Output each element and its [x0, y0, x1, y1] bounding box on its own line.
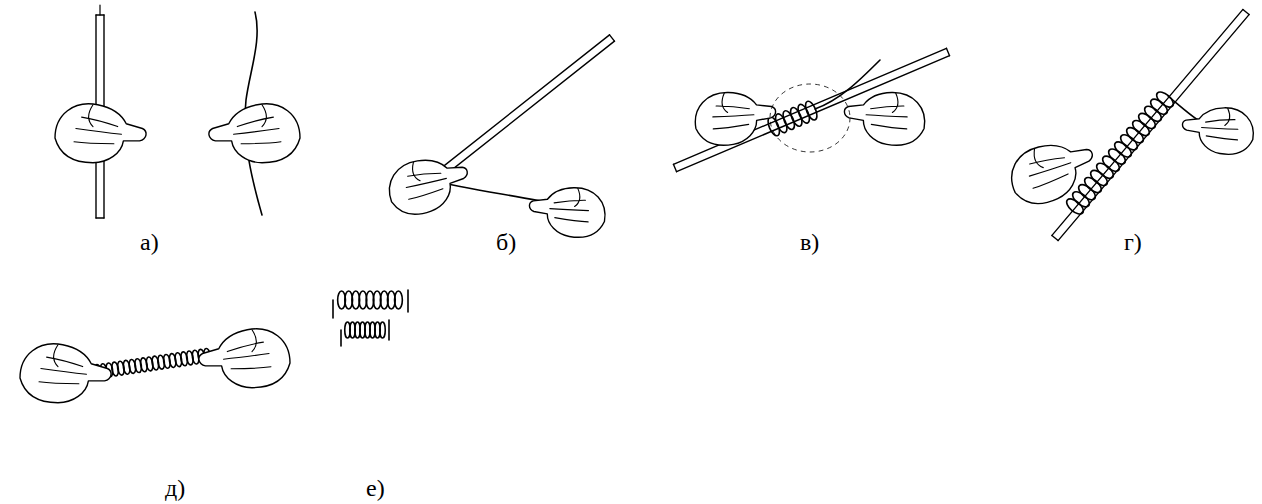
- stroke: [946, 48, 949, 55]
- hand-detail: [74, 105, 122, 144]
- hand: [20, 344, 111, 403]
- hand-outline: [1179, 101, 1258, 159]
- stroke: [407, 290, 409, 312]
- hand: [55, 104, 146, 163]
- stroke: [96, 217, 104, 218]
- coil-turn: [380, 322, 386, 338]
- panel-label: б): [496, 230, 516, 254]
- hand-outline: [199, 329, 290, 388]
- hand-outline: [381, 145, 476, 222]
- stroke: [432, 41, 614, 185]
- hand-detail: [865, 89, 913, 131]
- hand: [525, 180, 609, 242]
- coil-turn: [803, 100, 819, 122]
- hand-outline: [20, 344, 111, 403]
- hand-outline: [209, 104, 300, 163]
- hand: [1179, 101, 1258, 159]
- stroke: [1052, 235, 1058, 240]
- hand: [209, 104, 300, 163]
- hand-outline: [1002, 127, 1104, 214]
- panel-label: а): [140, 230, 159, 254]
- hand-detail: [1018, 137, 1074, 189]
- line-art: [20, 5, 1257, 403]
- detail-circle: [770, 84, 850, 152]
- stroke: [673, 164, 676, 171]
- stroke: [340, 330, 342, 346]
- coil-turn: [788, 106, 804, 128]
- stroke: [332, 300, 334, 318]
- hand: [1002, 127, 1104, 214]
- hand-detail: [397, 154, 449, 201]
- hand: [381, 145, 476, 222]
- coil-turn: [395, 291, 403, 309]
- stroke: [388, 320, 390, 340]
- hand-detail: [548, 184, 593, 223]
- stroke: [677, 56, 950, 172]
- stroke: [428, 35, 610, 179]
- hand-detail: [224, 330, 272, 369]
- coil-turn: [781, 109, 797, 131]
- coil-turn: [773, 112, 789, 134]
- hand-detail: [1200, 105, 1242, 142]
- coil-turn: [796, 103, 812, 125]
- hand-outline: [55, 104, 146, 163]
- hand-outline: [840, 84, 929, 150]
- panel-label: е): [366, 476, 385, 500]
- hand-detail: [234, 105, 282, 144]
- hand: [691, 84, 780, 150]
- panel-label: г): [1124, 230, 1142, 254]
- hand: [840, 84, 929, 150]
- hand-outline: [691, 84, 780, 150]
- hand-outline: [525, 180, 609, 242]
- hand: [199, 329, 290, 388]
- stroke: [610, 35, 615, 41]
- hand-detail: [707, 89, 755, 131]
- hand-detail: [39, 345, 87, 384]
- stroke: [673, 48, 946, 164]
- stroke: [99, 5, 100, 15]
- panel-label: в): [800, 230, 819, 254]
- panel-label: д): [165, 476, 185, 500]
- stroke: [1243, 9, 1249, 14]
